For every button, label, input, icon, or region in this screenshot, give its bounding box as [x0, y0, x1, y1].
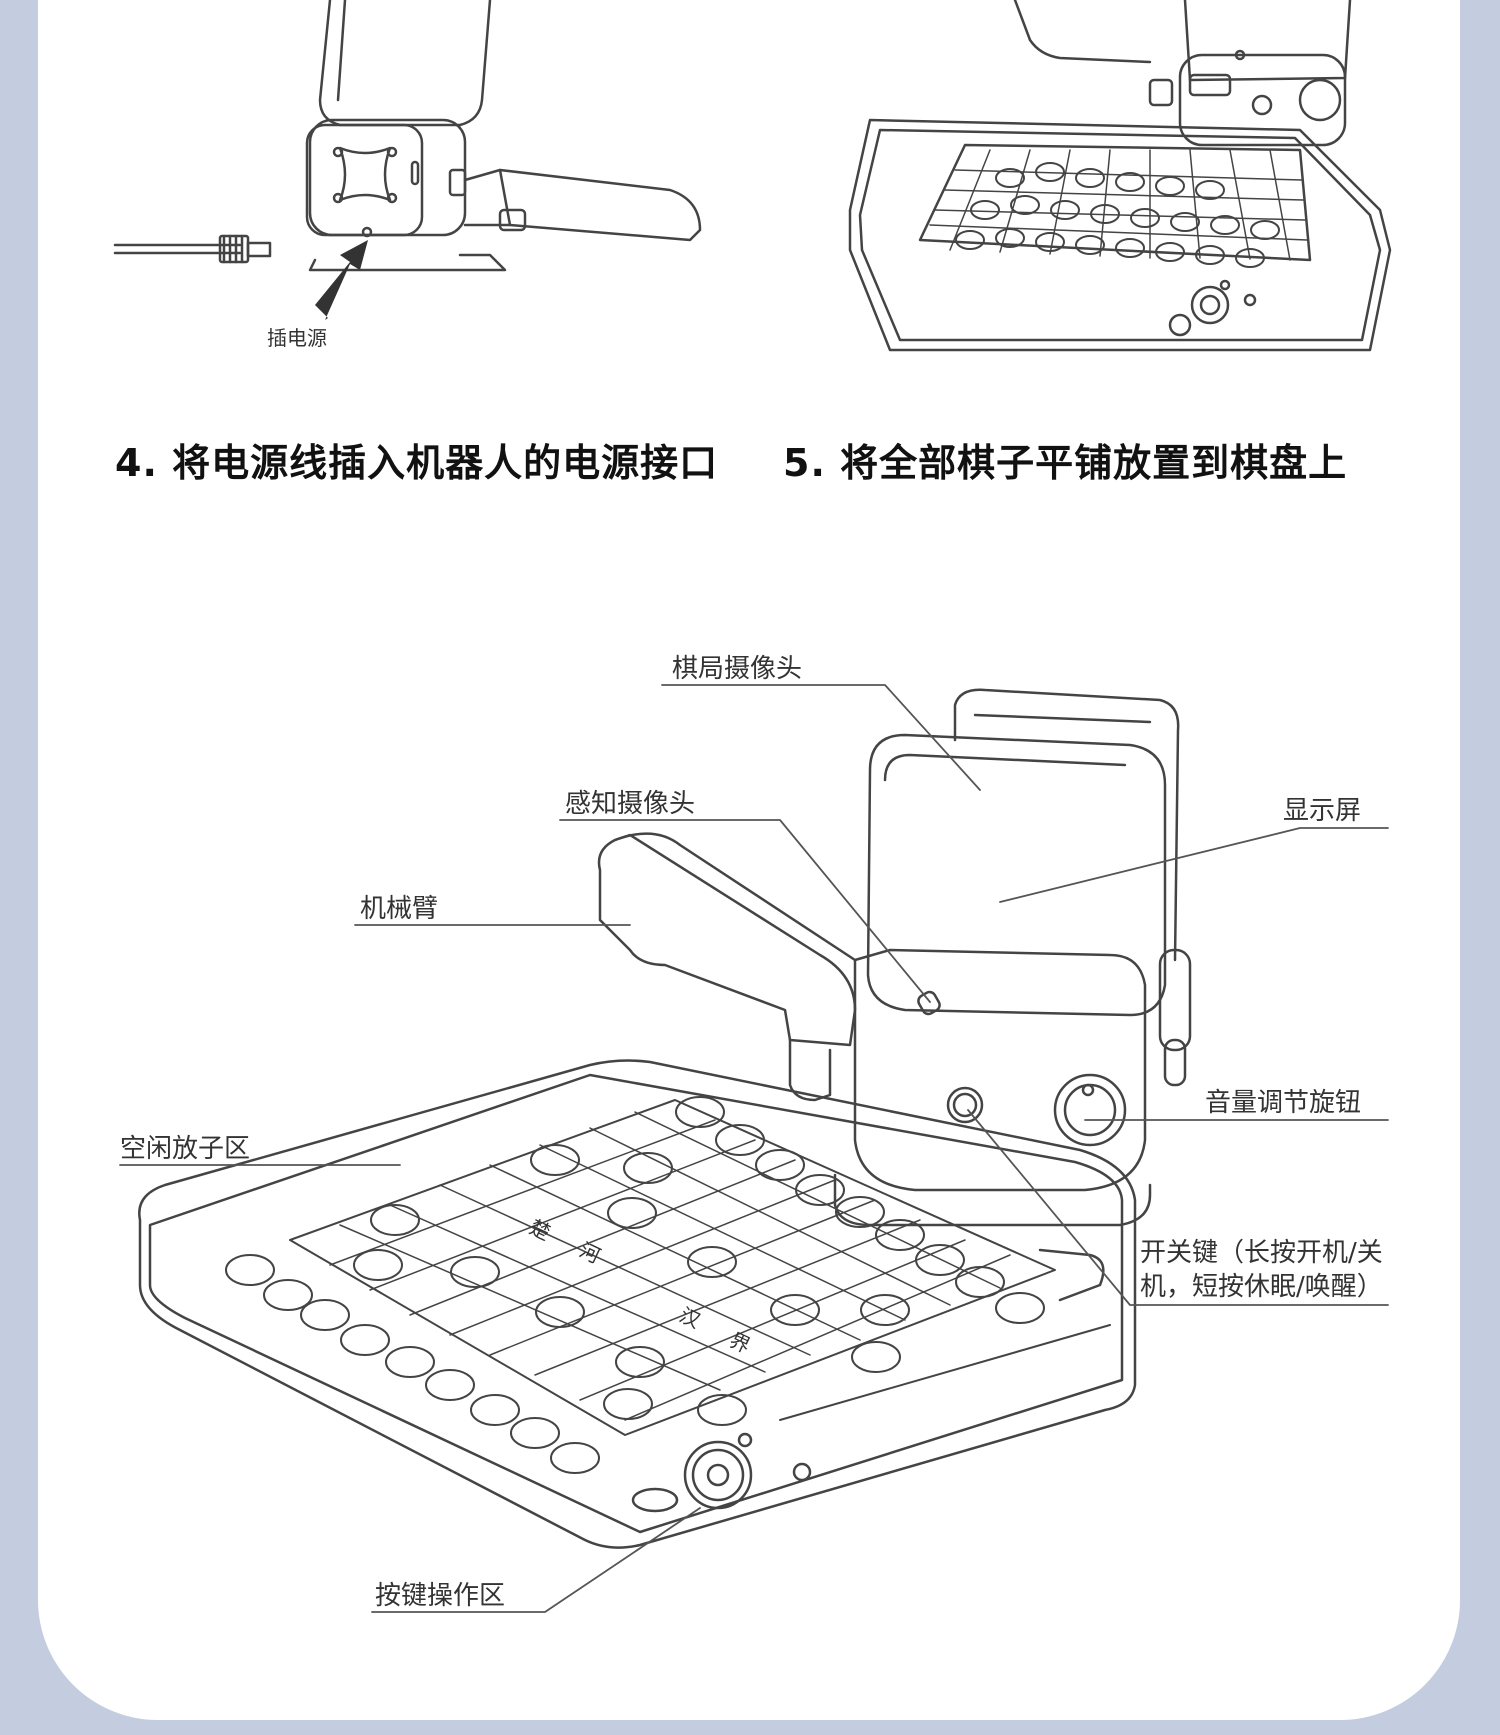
river-char-1: 楚	[526, 1215, 554, 1245]
river-char-3: 汉	[676, 1303, 704, 1333]
step-4-text: 将电源线插入机器人的电源接口	[172, 441, 718, 485]
plug-power-label: 插电源	[267, 322, 327, 351]
label-button-zone: 按键操作区	[375, 1575, 505, 1612]
label-idle-zone: 空闲放子区	[120, 1128, 250, 1165]
river-char-4: 界	[726, 1328, 754, 1358]
label-sense-camera: 感知摄像头	[565, 783, 695, 820]
river-char-2: 河	[576, 1238, 604, 1268]
step-4-number: 4.	[115, 441, 158, 485]
step-5-title: 5. 将全部棋子平铺放置到棋盘上	[783, 432, 1347, 487]
label-board-camera: 棋局摄像头	[672, 648, 802, 685]
step-4-title: 4. 将电源线插入机器人的电源接口	[115, 432, 718, 487]
step-5-text: 将全部棋子平铺放置到棋盘上	[840, 441, 1347, 485]
step-5-number: 5.	[783, 441, 826, 485]
label-power-key: 开关键（长按开机/关机，短按休眠/唤醒）	[1140, 1236, 1390, 1304]
label-arm: 机械臂	[360, 888, 438, 925]
label-volume-knob: 音量调节旋钮	[1205, 1082, 1361, 1119]
label-display: 显示屏	[1283, 790, 1361, 827]
